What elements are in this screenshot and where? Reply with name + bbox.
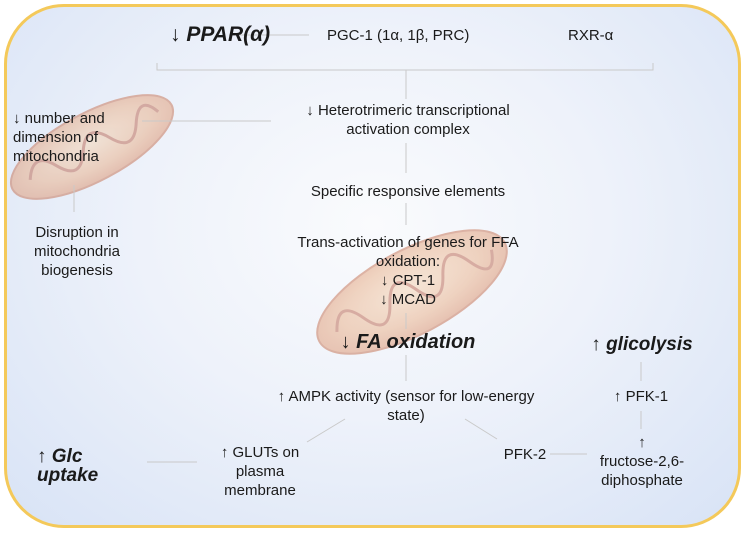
glycolysis-label: ↑ glicolysis (591, 334, 693, 355)
trans-activation-label: Trans-activation of genes for FFA oxidat… (273, 233, 543, 309)
fructose-diphosphate-label: ↑ fructose-2,6- diphosphate (587, 433, 697, 490)
mitochondria-number-label: ↓ number and dimension of mitochondria (13, 110, 105, 165)
down-arrow-icon: ↓ (170, 23, 181, 46)
glc-uptake-label: ↑ Glc uptake (37, 446, 99, 486)
mcad-label: ↓ MCAD (380, 291, 436, 308)
up-arrow-icon: ↑ (37, 446, 47, 467)
transcriptional-complex-label: ↓ Heterotrimeric transcriptional activat… (306, 102, 510, 138)
responsive-elements-label: Specific responsive elements (310, 183, 506, 200)
up-arrow-icon: ↑ (638, 434, 646, 451)
fa-oxidation-label: ↓ FA oxidation (340, 331, 476, 353)
pfk2-label: PFK-2 (503, 446, 547, 463)
up-arrow-icon: ↑ (591, 334, 601, 355)
rxr-alpha-label: RXR-α (568, 27, 614, 44)
down-arrow-icon: ↓ (340, 331, 351, 353)
biogenesis-disruption-label: Disruption in mitochondria biogenesis (34, 224, 120, 279)
mitochondrion-left (9, 94, 175, 200)
diagram-frame: ↓ PPAR(α) PGC-1 (1α, 1β, PRC) RXR-α ↓ nu… (4, 4, 741, 528)
ampk-activity-label: ↑ AMPK activity (sensor for low-energy s… (277, 388, 535, 424)
pgc1-label: PGC-1 (1α, 1β, PRC) (327, 27, 470, 44)
pfk1-label: ↑ PFK-1 (613, 388, 669, 405)
mitochondrion-center (316, 229, 508, 355)
cpt1-label: ↓ CPT-1 (380, 272, 436, 289)
ppar-alpha-label: ↓ PPAR(α) (170, 23, 271, 46)
mitochondria-illustrations (9, 34, 654, 463)
ppar-text: PPAR(α) (186, 23, 271, 46)
connector-lines (73, 34, 654, 463)
gluts-label: ↑ GLUTs on plasma membrane (220, 444, 300, 499)
